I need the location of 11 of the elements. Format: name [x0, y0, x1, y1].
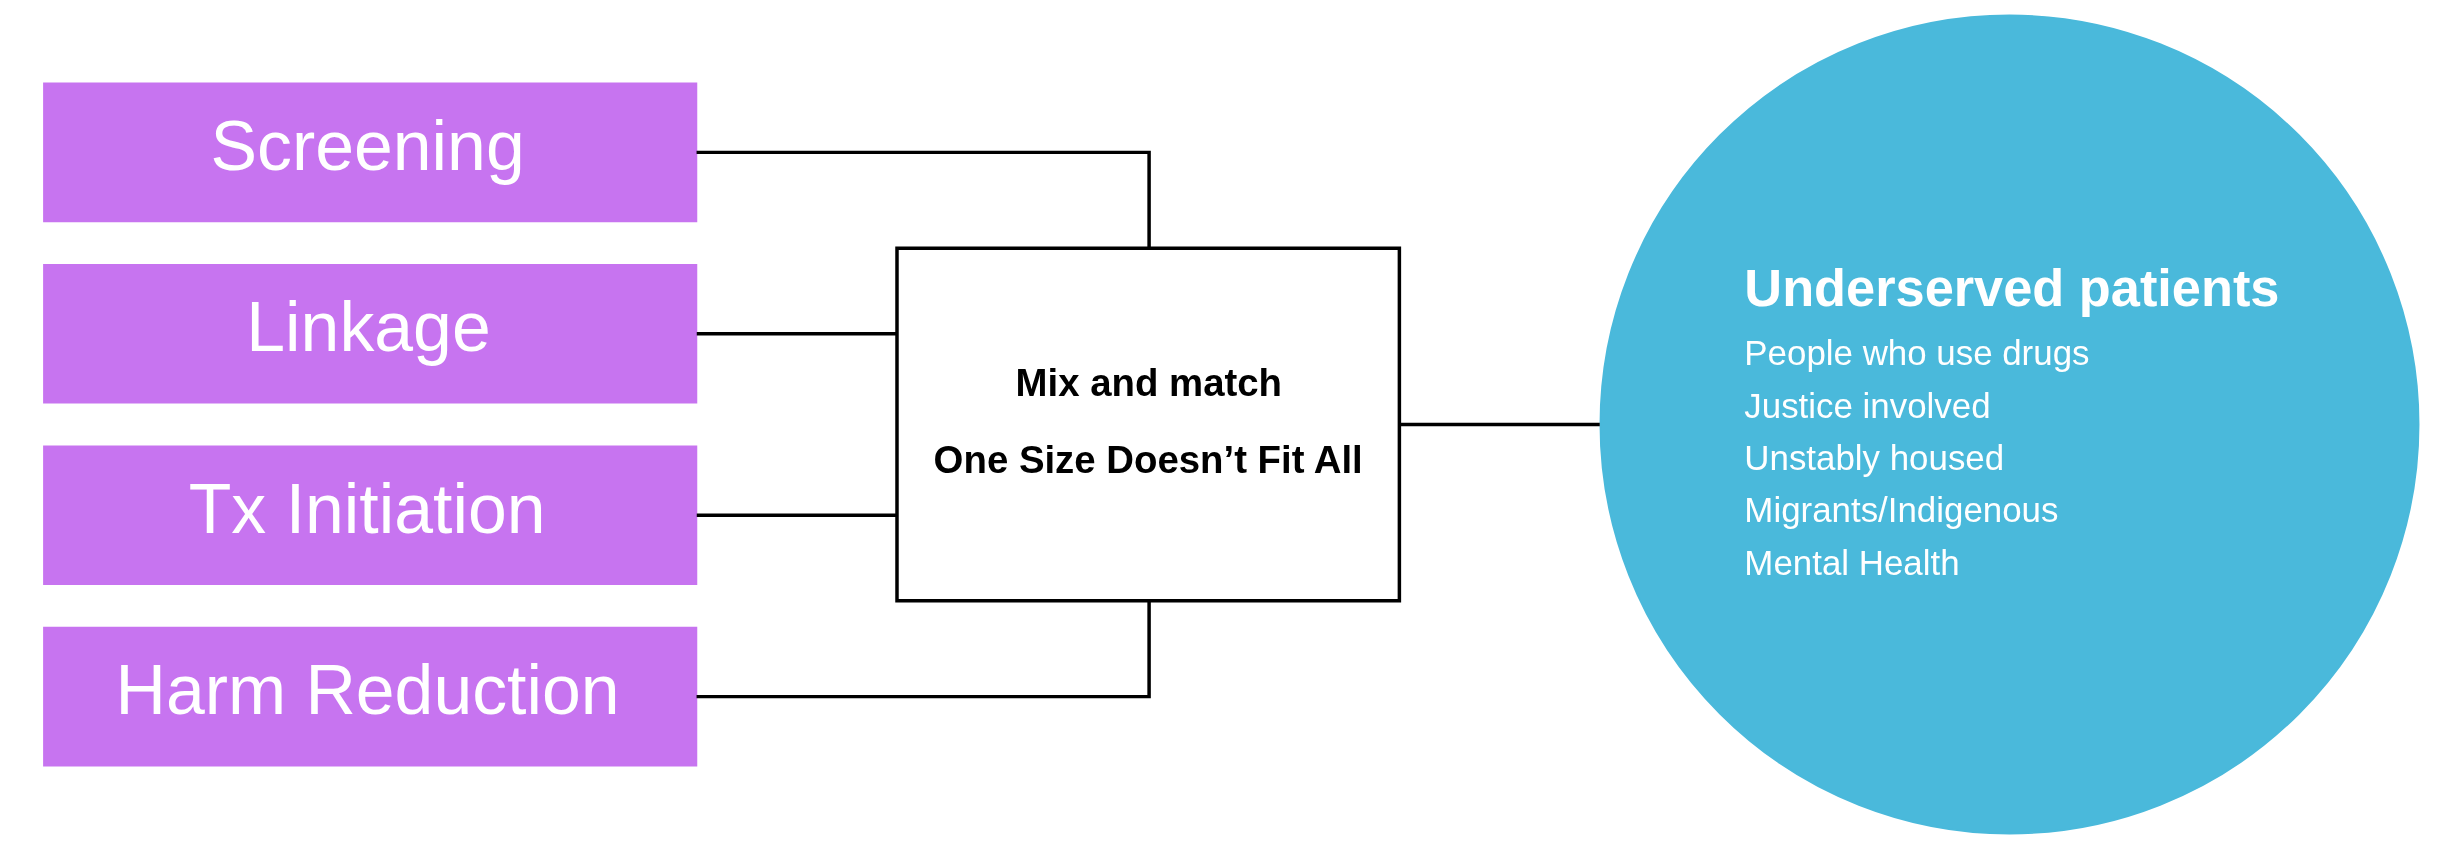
node-box: Harm Reduction — [43, 626, 698, 767]
node-box: Screening — [43, 82, 698, 223]
node-circle: Underserved patients People who use drugs Justice involved Unstably housed Migrants/Indigenous Mental Health — [1599, 14, 2420, 835]
connector — [696, 513, 897, 517]
connector — [696, 600, 1151, 699]
node-box: Mix and match One Size Doesn’t Fit All — [895, 246, 1402, 603]
connector — [696, 150, 1151, 249]
node-box: Linkage — [43, 264, 698, 404]
node-box: Tx Initiation — [43, 445, 698, 585]
connector — [696, 332, 897, 336]
connector — [1399, 422, 1600, 427]
